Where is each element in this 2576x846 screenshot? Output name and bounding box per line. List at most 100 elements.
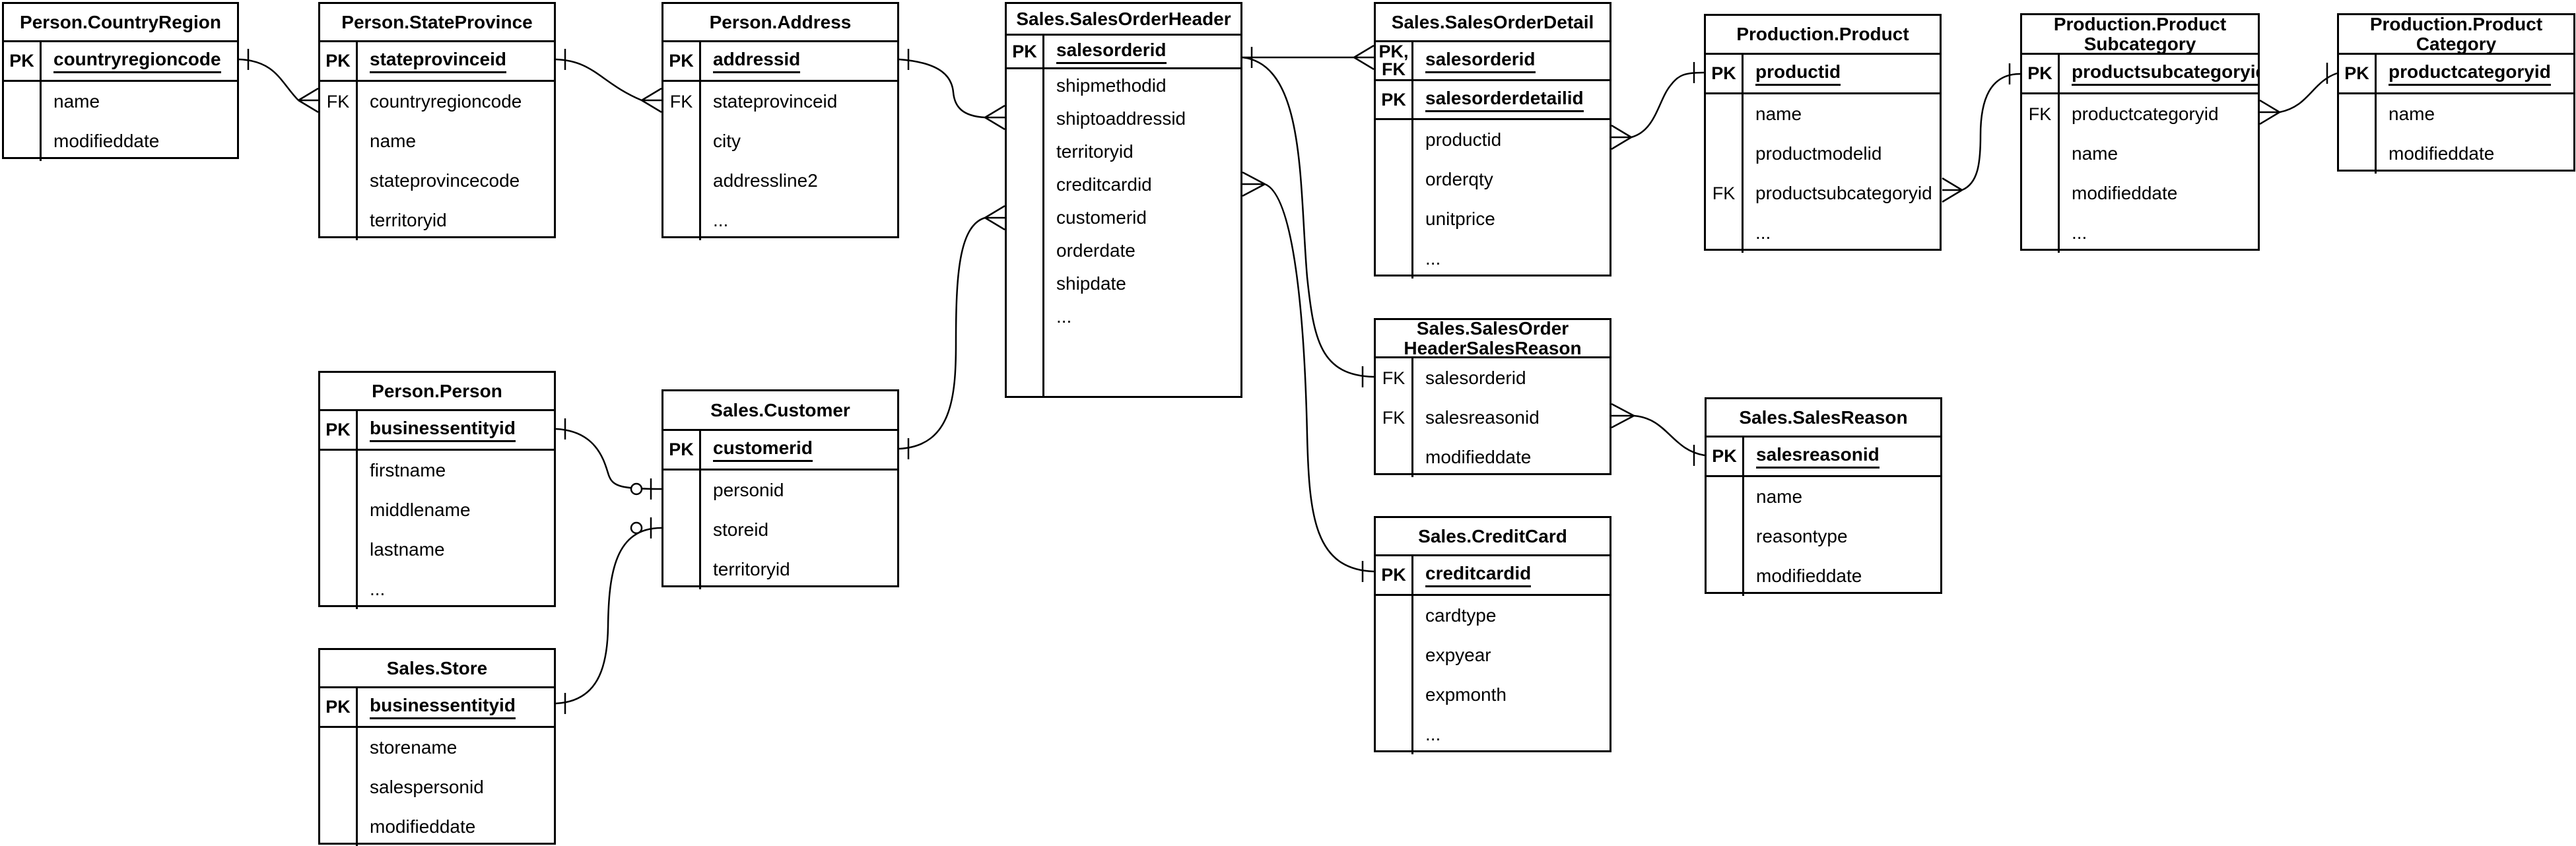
relationship-productcategory-productsubcategory (2259, 63, 2338, 125)
key-badge (1007, 267, 1044, 300)
field-row: customerid (1007, 201, 1240, 234)
field-name: name (2072, 143, 2118, 164)
field-name: modifieddate (1756, 566, 1862, 586)
key-badge: PK (1007, 36, 1044, 67)
field-name: ... (370, 579, 386, 599)
entity-title: Sales.Customer (663, 391, 897, 429)
field-name: salesreasonid (1756, 444, 1880, 469)
field-row: modifieddate (2022, 174, 2258, 213)
key-badge (320, 569, 358, 609)
field-name: shipmethodid (1056, 75, 1167, 96)
field-row: personid (663, 471, 897, 510)
field-row: ... (663, 201, 897, 240)
field-name: reasontype (1756, 526, 1848, 546)
key-badge (1376, 596, 1413, 635)
key-badge (1007, 300, 1044, 333)
field-row: ... (1706, 213, 1940, 253)
field-name: creditcardid (1056, 174, 1152, 195)
key-badge (663, 121, 701, 161)
field-name: territoryid (370, 210, 447, 230)
key-badge: PK (663, 431, 701, 469)
key-badge: PK (1376, 81, 1413, 118)
key-column-spacer (1007, 333, 1044, 398)
field-name: modifieddate (370, 816, 476, 837)
relationship-stateprovince-address (555, 49, 662, 114)
field-name: countryregioncode (53, 49, 221, 73)
field-name: salesreasonid (1425, 407, 1540, 428)
field-name: name (1756, 486, 1803, 507)
entity-title: Person.Person (320, 373, 554, 409)
key-badge (1376, 239, 1413, 278)
field-name: stateprovinceid (370, 49, 506, 73)
many-marker (1611, 124, 1632, 150)
entity-title: Sales.Store (320, 650, 554, 686)
field-name: storeid (713, 519, 769, 540)
key-badge (1007, 234, 1044, 267)
field-name: orderqty (1425, 169, 1493, 189)
field-row: salespersonid (320, 767, 554, 807)
key-badge (1007, 201, 1044, 234)
field-row: ... (320, 569, 554, 609)
key-badge (1007, 102, 1044, 135)
zero-marker (630, 482, 643, 496)
field-row: expmonth (1376, 675, 1610, 715)
field-list: storename salespersonid modifieddate (320, 726, 554, 846)
key-badge (1707, 517, 1744, 556)
field-row: ... (2022, 213, 2258, 253)
field-row: cardtype (1376, 596, 1610, 635)
field-name: middlename (370, 500, 471, 520)
key-badge: PK (1706, 55, 1744, 92)
field-name: name (1755, 104, 1802, 124)
field-name: shipdate (1056, 273, 1126, 294)
key-badge (320, 767, 358, 807)
key-badge: FK (2022, 94, 2060, 134)
key-badge (320, 161, 358, 201)
key-badge (1706, 213, 1744, 253)
field-name: storename (370, 737, 458, 758)
field-name: customerid (1056, 207, 1147, 228)
entity-title-line: Sales.SalesOrder (1416, 317, 1569, 339)
relationship-salesorderheader-salesorderdetail (1242, 44, 1374, 71)
zero-marker (630, 521, 643, 535)
field-row: ... (1376, 715, 1610, 754)
field-name: stateprovinceid (713, 91, 838, 112)
field-name: customerid (713, 438, 813, 462)
entity-title: Person.CountryRegion (4, 4, 237, 40)
entity-title: Sales.SalesOrderHeader (1007, 4, 1240, 34)
field-name: territoryid (1056, 141, 1134, 162)
entity-title-line: Person.Person (372, 380, 502, 401)
field-name: modifieddate (1425, 447, 1532, 467)
key-badge: PK, FK (1376, 42, 1413, 79)
field-name: cardtype (1425, 605, 1497, 626)
field-list: name reasontype modifieddate (1707, 475, 1940, 596)
key-badge (1376, 675, 1413, 715)
key-badge (2339, 94, 2377, 134)
key-badge (1376, 715, 1413, 754)
field-row: name (4, 82, 237, 121)
relationship-countryregion-stateprovince (238, 49, 319, 114)
